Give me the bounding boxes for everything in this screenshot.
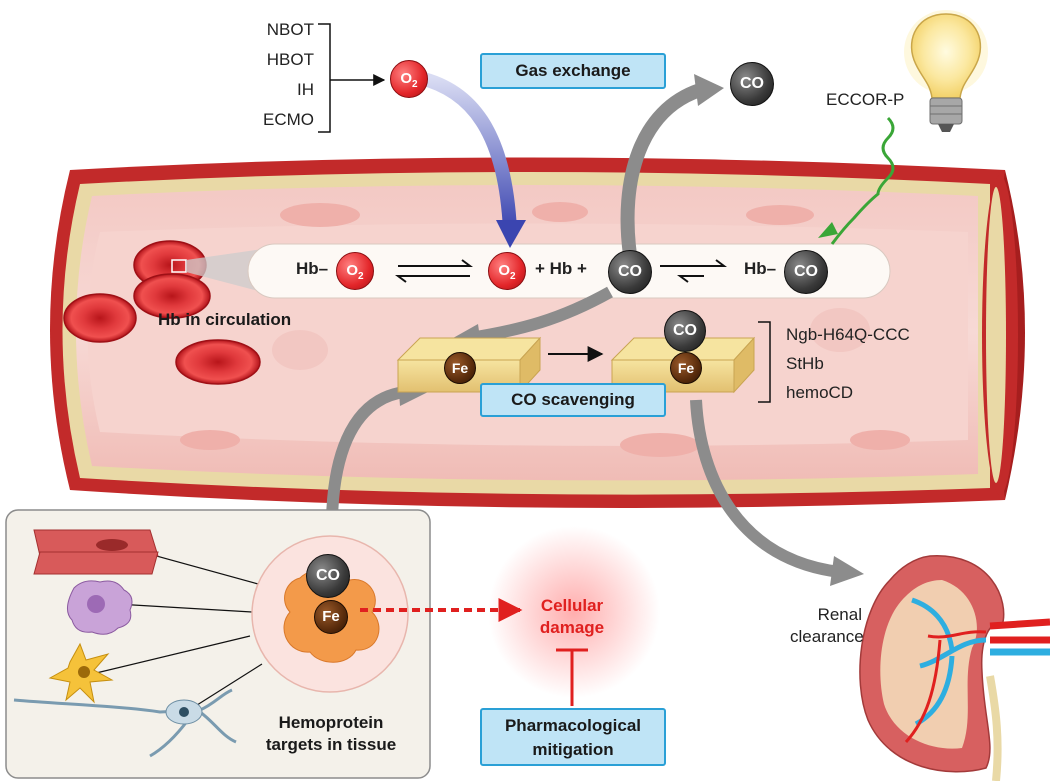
therapy-nbot: NBOT bbox=[266, 20, 314, 39]
equation-capsule bbox=[247, 243, 891, 299]
gas-exchange-co-arrow bbox=[620, 74, 724, 256]
inhibition-line bbox=[556, 648, 588, 706]
fe-scavenger-1: Fe bbox=[444, 352, 476, 384]
co-molecule-bound: CO bbox=[784, 250, 828, 294]
renal-clearance-arrow bbox=[690, 399, 864, 586]
gas-exchange-label: Gas exchange bbox=[480, 53, 666, 89]
o2-molecule-bound: O2 bbox=[336, 252, 374, 290]
co-molecule-tissue: CO bbox=[306, 554, 350, 598]
equilibrium-arrows-2 bbox=[660, 259, 727, 283]
scavenger-sthb: StHb bbox=[786, 354, 824, 373]
macrophage-icon bbox=[67, 580, 133, 635]
eq-hb-1: Hb– bbox=[296, 259, 329, 278]
neuron-icon bbox=[13, 688, 237, 758]
therapy-ih: IH bbox=[297, 80, 314, 99]
light-bulb-icon bbox=[904, 10, 988, 132]
astrocyte-icon bbox=[48, 642, 114, 704]
scavenger-ngb: Ngb-H64Q-CCC bbox=[786, 325, 910, 344]
hemoprotein-targets-label: Hemoprotein targets in tissue bbox=[265, 713, 397, 754]
co-molecule-scavenged: CO bbox=[664, 310, 706, 352]
o2-molecule-inhaled: O2 bbox=[390, 60, 428, 98]
scavenger-bracket bbox=[758, 321, 771, 403]
equilibrium-arrows-1 bbox=[395, 259, 473, 283]
co-molecule-exhaled: CO bbox=[730, 62, 774, 106]
cellular-damage-label: Cellular damage bbox=[539, 596, 605, 637]
hb-circulation-label: Hb in circulation bbox=[158, 310, 292, 329]
kidney-icon bbox=[859, 555, 1050, 781]
pharmacological-mitigation-label: Pharmacological mitigation bbox=[480, 708, 666, 766]
scavenger-hemocd: hemoCD bbox=[786, 383, 854, 402]
cellular-damage-glow bbox=[488, 526, 660, 698]
red-blood-cells bbox=[63, 240, 261, 385]
co-scavenging-label: CO scavenging bbox=[480, 383, 666, 417]
co-molecule-free: CO bbox=[608, 250, 652, 294]
eq-hb-2: Hb– bbox=[744, 259, 777, 278]
fe-scavenger-2: Fe bbox=[670, 352, 702, 384]
o2-diffusion-arrow bbox=[418, 71, 517, 231]
o2-diffusion-arrowhead bbox=[496, 220, 526, 248]
callout-beam bbox=[186, 248, 270, 294]
renal-clearance-label: Renal clearance bbox=[790, 605, 864, 646]
light-wave-arrow bbox=[818, 116, 895, 245]
muscle-cell-icon bbox=[33, 529, 159, 575]
fe-hemoprotein: Fe bbox=[314, 600, 348, 634]
eq-plus-hb-plus: + Hb + bbox=[535, 259, 587, 278]
o2-molecule-free: O2 bbox=[488, 252, 526, 290]
therapy-hbot: HBOT bbox=[266, 50, 314, 69]
therapy-ecmo: ECMO bbox=[263, 110, 314, 129]
eccor-p-label: ECCOR-P bbox=[826, 90, 905, 109]
therapy-bracket bbox=[318, 23, 386, 133]
